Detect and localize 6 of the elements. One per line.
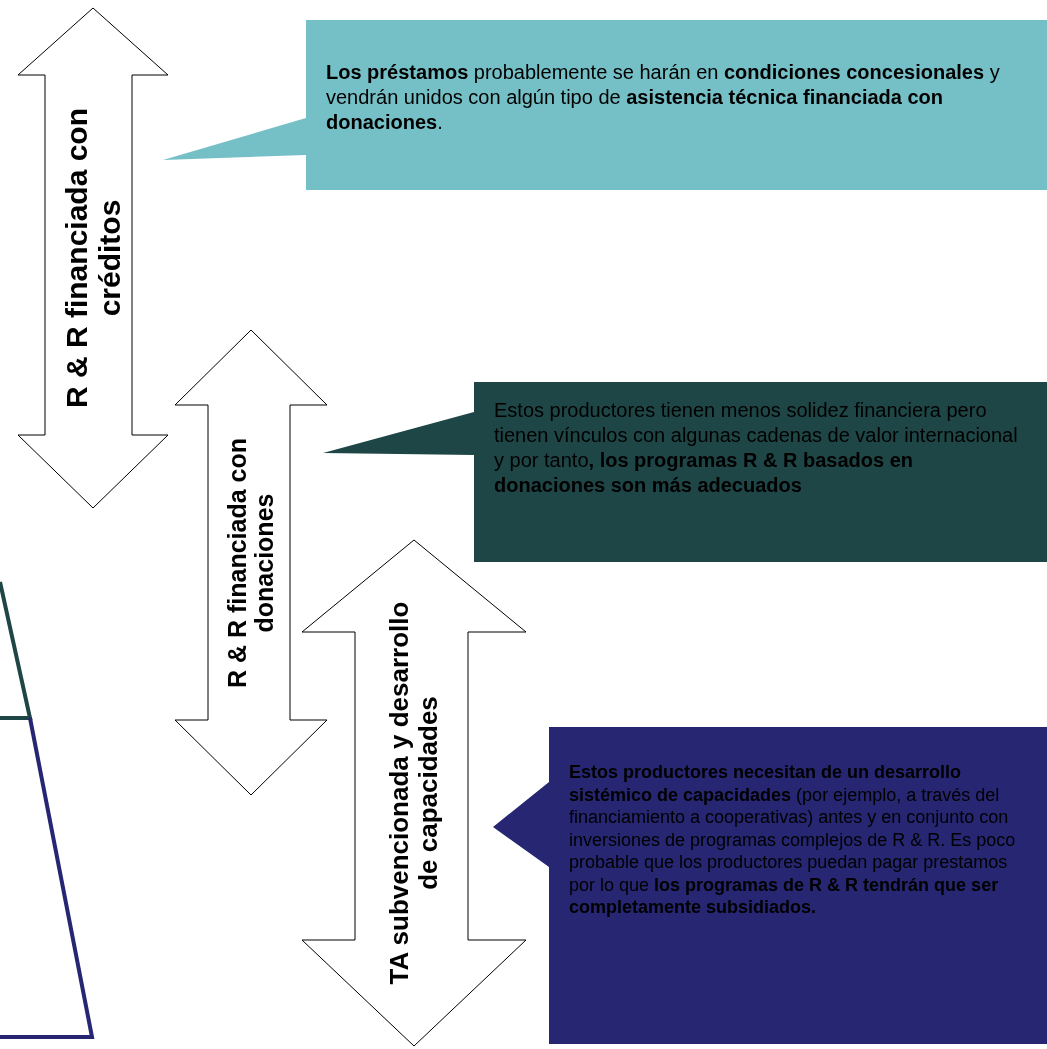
callout-text: Estos productores tienen menos solidez financiera pero tienen vínculos con algunas cadenas de valor internacional y por tanto, los programas R & R basados en donaciones son más adecuados [494, 398, 1019, 498]
callout-text: Estos productores necesitan de un desarrollo sistémico de capacidades (por ejemplo, a través del financiamiento a cooperativas) antes y en conjunto con inversiones de programas complejos de R & R. Es poco probable que los productores puedan pagar prestamos por lo que los programas de R & R tendrán que ser completamente subsidiados. [569, 761, 1017, 919]
arrow-label: R & R financiada con donaciones [223, 436, 279, 690]
arrow-label: TA subvencionada y desarrollo de capacidades [385, 600, 443, 987]
callout-text: Los préstamos probablemente se harán en condiciones concesionales y vendrán unidos con algún tipo de asistencia técnica financiada con donaciones. [326, 60, 1001, 135]
arrow-label: R & R financiada con créditos [60, 107, 126, 411]
